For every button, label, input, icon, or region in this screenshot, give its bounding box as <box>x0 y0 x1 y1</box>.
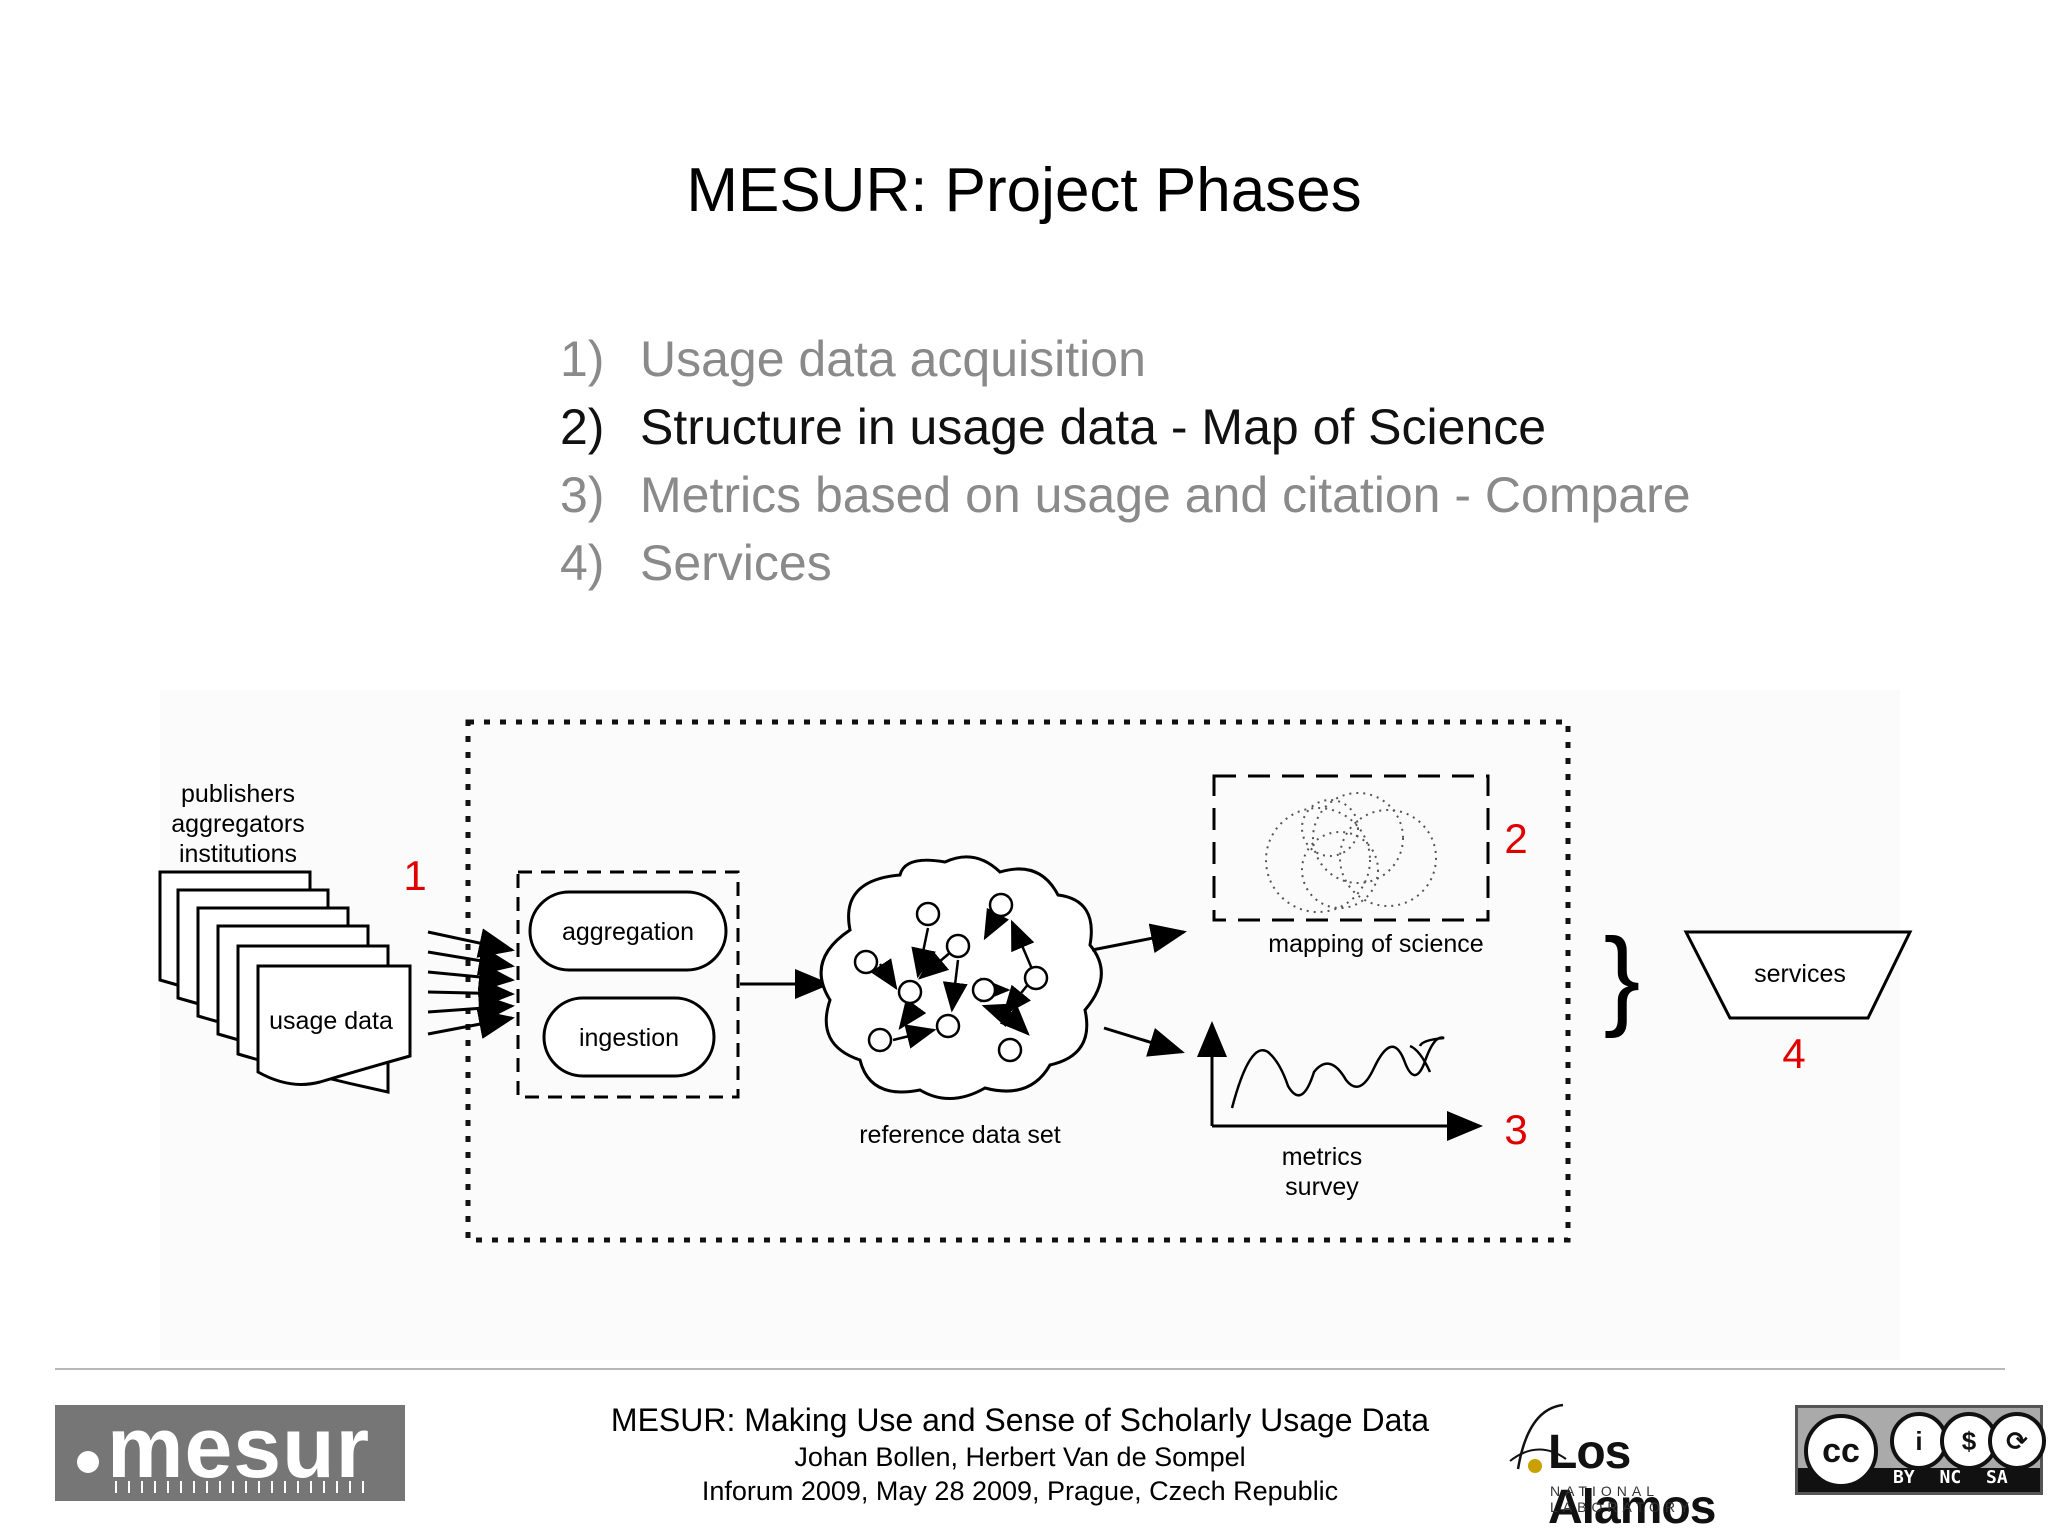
metrics-curve <box>1230 1036 1445 1109</box>
mapping-of-science-label: mapping of science <box>1268 930 1483 958</box>
logo-ruler <box>115 1481 375 1493</box>
creative-commons-badge: cc i $ ⟳ BY NC SA <box>1795 1405 2046 1495</box>
phase-number: 3) <box>560 467 605 523</box>
attribution-icon: i <box>1890 1412 1948 1470</box>
ingestion-node <box>542 996 716 1078</box>
mesur-logo: mesur <box>55 1400 405 1501</box>
system-boundary <box>465 719 1571 1243</box>
input-arrows <box>427 928 515 1039</box>
source-institutions: institutions <box>179 840 297 868</box>
phase-label: Usage data acquisition <box>640 331 1146 387</box>
processing-box <box>516 870 740 1099</box>
phase-item-4: 4) Services <box>560 529 1691 597</box>
phase-number: 1) <box>560 331 605 387</box>
phase-item-1: 1) Usage data acquisition <box>560 325 1691 393</box>
cc-icon: cc <box>1804 1414 1878 1488</box>
aggregation-label: aggregation <box>562 918 694 946</box>
phase-list: 1) Usage data acquisition 2) Structure in … <box>560 325 1691 597</box>
sharealike-icon: ⟳ <box>1988 1412 2046 1470</box>
arrow-to-mapping <box>1091 923 1187 954</box>
logo-dot <box>77 1451 99 1473</box>
phase-label: Structure in usage data - Map of Science <box>640 399 1547 455</box>
phase-marker-2: 2 <box>1504 815 1527 862</box>
map-of-science-clusters <box>1265 792 1437 913</box>
services-label: services <box>1754 960 1846 988</box>
reference-network-nodes <box>853 892 1049 1063</box>
slide-title: MESUR: Project Phases <box>686 156 1362 225</box>
logo-word: mesur <box>107 1400 371 1496</box>
arrow-to-metrics <box>1103 1026 1185 1057</box>
grouping-brace: } <box>1604 916 1641 1039</box>
usage-data-label: usage data <box>269 1007 393 1035</box>
phase-item-2: 2) Structure in usage data - Map of Scien… <box>560 393 1691 461</box>
services-funnel <box>1683 930 1913 1020</box>
los-alamos-logo: Los Alamos NATIONAL LABORATORY <box>1500 1395 1780 1534</box>
source-aggregators: aggregators <box>171 810 304 838</box>
footer-citation: MESUR: Making Use and Sense of Scholarly… <box>560 1400 1480 1508</box>
metrics-label-line2: survey <box>1285 1173 1359 1201</box>
usage-data-documents <box>158 870 412 1094</box>
phase-number: 2) <box>560 399 605 455</box>
ingestion-label: ingestion <box>579 1024 679 1052</box>
footer-divider <box>55 1368 2005 1370</box>
phase-item-3: 3) Metrics based on usage and citation - … <box>560 461 1691 529</box>
reference-data-set-label: reference data set <box>859 1121 1061 1149</box>
phase-label: Metrics based on usage and citation - Co… <box>640 467 1691 523</box>
aggregation-node <box>528 890 728 972</box>
footer-line-1: MESUR: Making Use and Sense of Scholarly… <box>610 1402 1430 1438</box>
phase-number: 4) <box>560 535 605 591</box>
lanl-dot <box>1528 1459 1542 1473</box>
source-publishers: publishers <box>181 780 295 808</box>
atom-orbit-icon <box>1509 1403 1567 1470</box>
lanl-name: Los Alamos <box>1548 1426 1716 1534</box>
phase-marker-4: 4 <box>1782 1030 1805 1077</box>
cc-terms: BY NC SA <box>1893 1467 2008 1488</box>
phase-label: Services <box>640 535 832 591</box>
footer-line-2: Johan Bollen, Herbert Van de Sompel <box>794 1442 1246 1472</box>
metrics-label-line1: metrics <box>1282 1143 1363 1171</box>
phase-marker-1: 1 <box>403 852 426 899</box>
reference-data-cloud <box>819 855 1103 1100</box>
lanl-subtitle: NATIONAL LABORATORY <box>1550 1483 1695 1515</box>
phase-marker-3: 3 <box>1504 1106 1527 1153</box>
mapping-box <box>1212 774 1490 922</box>
footer-line-3: Inforum 2009, May 28 2009, Prague, Czech… <box>701 1476 1339 1506</box>
